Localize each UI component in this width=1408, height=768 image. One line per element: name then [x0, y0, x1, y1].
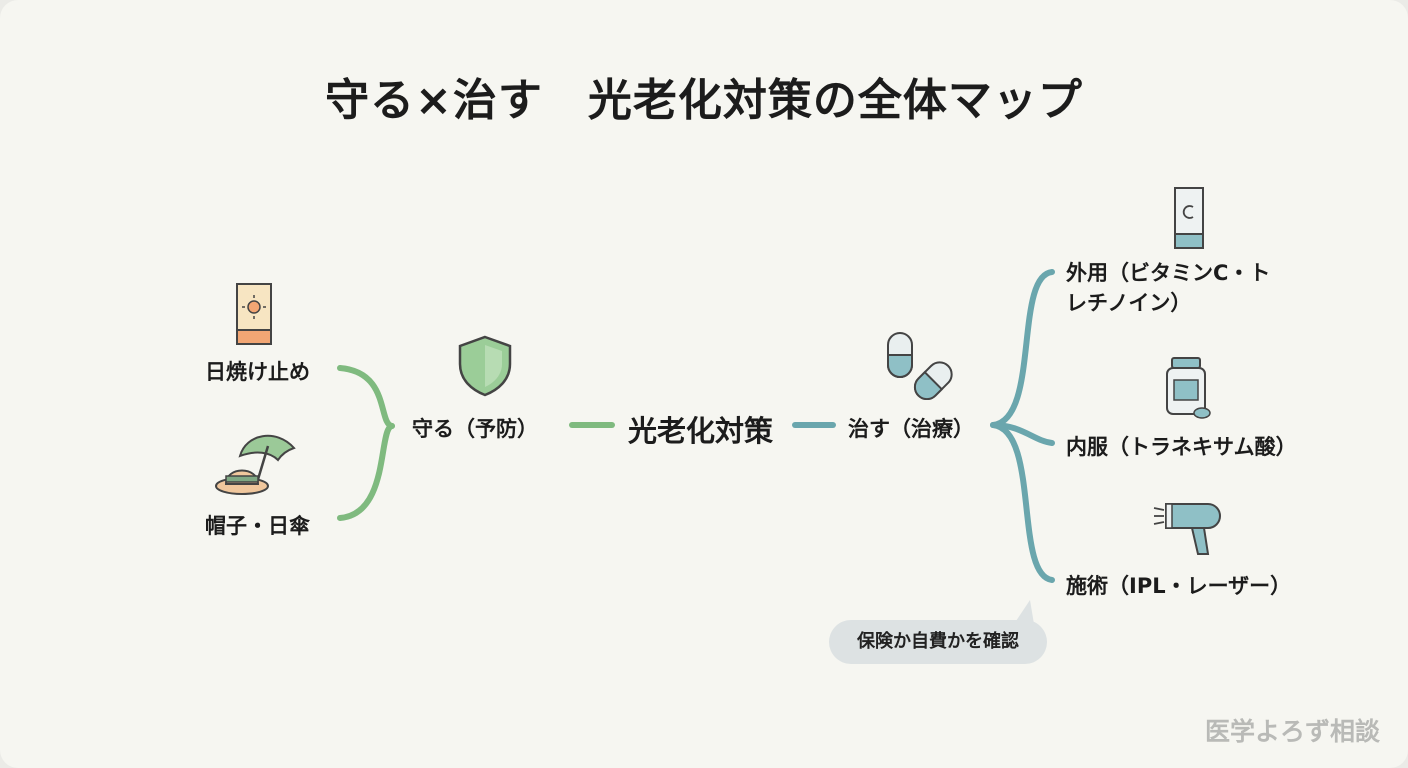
- supplement-bottle-icon: [1166, 357, 1211, 419]
- bubble-tail: [1014, 600, 1034, 624]
- connector-sunscreen: [337, 365, 395, 429]
- sunscreen-tube-icon: [236, 283, 272, 345]
- laser-device-icon: [1153, 503, 1221, 555]
- oral-label: 内服（トラネキサム酸）: [1066, 435, 1297, 459]
- sunscreen-label: 日焼け止め: [205, 360, 310, 384]
- page-title: 守る×治す 光老化対策の全体マップ: [325, 75, 1083, 126]
- hat-umbrella-icon: [215, 434, 296, 495]
- brand-watermark: 医学よろず相談: [1204, 717, 1380, 746]
- hat-umbrella-label: 帽子・日傘: [205, 514, 310, 538]
- connector-topical: [990, 269, 1055, 428]
- prevent-node-label: 守る（予防）: [412, 417, 538, 441]
- connector-procedure: [990, 422, 1055, 583]
- shield-icon: [458, 335, 512, 397]
- topical-label: 外用（ビタミンC・トレチノイン）: [1066, 261, 1271, 315]
- capsules-icon: [887, 332, 953, 400]
- vitamin-c-tube-icon: [1174, 187, 1204, 249]
- treat-node-label: 治す（治療）: [848, 417, 974, 441]
- procedure-label: 施術（IPL・レーザー）: [1066, 574, 1292, 598]
- center-node-label: 光老化対策: [628, 414, 774, 448]
- connector-hat: [337, 423, 395, 521]
- insurance-note-bubble: 保険か自費かを確認: [829, 620, 1047, 664]
